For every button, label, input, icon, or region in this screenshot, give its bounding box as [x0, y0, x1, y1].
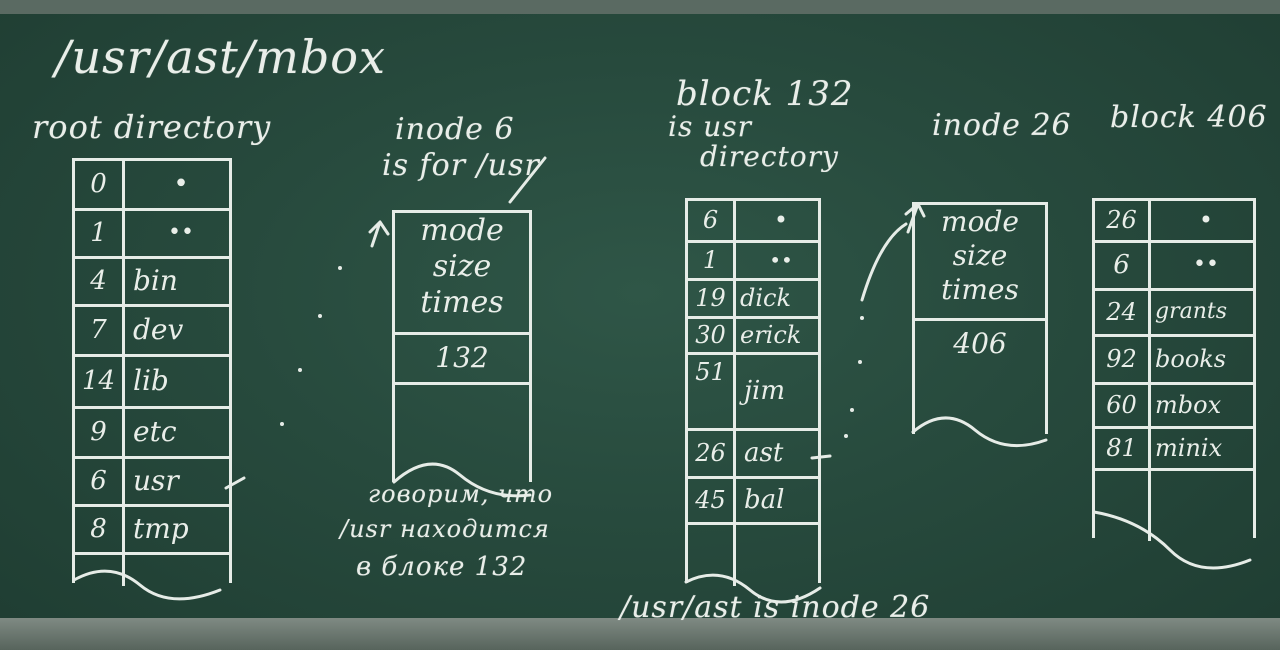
table-row: 92 books — [1095, 337, 1253, 385]
russian-note-line2: /usr находится — [340, 515, 550, 543]
block406-table: 26 • 6 •• 24 grants 92 books 60 mbox 81 … — [1092, 198, 1256, 541]
root-directory-label: root directory — [32, 108, 272, 146]
bottom-note: /usr/ast is inode 26 — [620, 590, 931, 625]
table-row: 19 dick — [688, 281, 818, 319]
inode26-box: mode size times 406 — [912, 202, 1048, 434]
table-row: 6 •• — [1095, 243, 1253, 291]
table-row: 9 etc — [75, 409, 229, 459]
inode6-box: mode size times 132 — [392, 210, 532, 482]
table-row: 45 bal — [688, 479, 818, 525]
table-row: 14 lib — [75, 357, 229, 409]
russian-note-line3: в блоке 132 — [356, 552, 528, 582]
block132-label-line2: is usr — [668, 110, 753, 143]
table-row: 60 mbox — [1095, 385, 1253, 429]
table-row: 1 •• — [75, 211, 229, 259]
inode6-label-line2: is for /usr — [382, 148, 540, 183]
block132-label-line1: block 132 — [676, 74, 854, 114]
root-directory-table: 0 • 1 •• 4 bin 7 dev 14 lib 9 etc 6 usr … — [72, 158, 232, 586]
table-row: 81 minix — [1095, 429, 1253, 471]
chalk-tray — [0, 618, 1280, 650]
block132-table: 6 • 1 •• 19 dick 30 erick 51 jim 26 ast … — [685, 198, 821, 586]
inode6-block-pointer: 132 — [435, 341, 489, 374]
table-row: 30 erick — [688, 319, 818, 355]
russian-note-line1: говорим, что — [368, 480, 554, 508]
table-row — [688, 525, 818, 586]
table-row: 8 tmp — [75, 507, 229, 555]
inode6-label-line1: inode 6 — [395, 112, 515, 147]
path-title: /usr/ast/mbox — [55, 30, 386, 84]
table-row: 26 ast — [688, 431, 818, 479]
table-row: 51 jim — [688, 355, 818, 431]
table-row: 0 • — [75, 161, 229, 211]
block406-label: block 406 — [1110, 100, 1268, 135]
table-row — [1095, 471, 1253, 541]
block132-label-line3: directory — [700, 140, 839, 173]
table-row: 7 dev — [75, 307, 229, 357]
table-row — [75, 555, 229, 586]
table-row: 24 grants — [1095, 291, 1253, 337]
table-row: 6 • — [688, 201, 818, 243]
inode26-label: inode 26 — [932, 108, 1072, 143]
table-row: 1 •• — [688, 243, 818, 281]
table-row: 26 • — [1095, 201, 1253, 243]
board-frame-top — [0, 0, 1280, 14]
inode26-block-pointer: 406 — [953, 327, 1007, 360]
table-row: 4 bin — [75, 259, 229, 307]
table-row: 6 usr — [75, 459, 229, 507]
